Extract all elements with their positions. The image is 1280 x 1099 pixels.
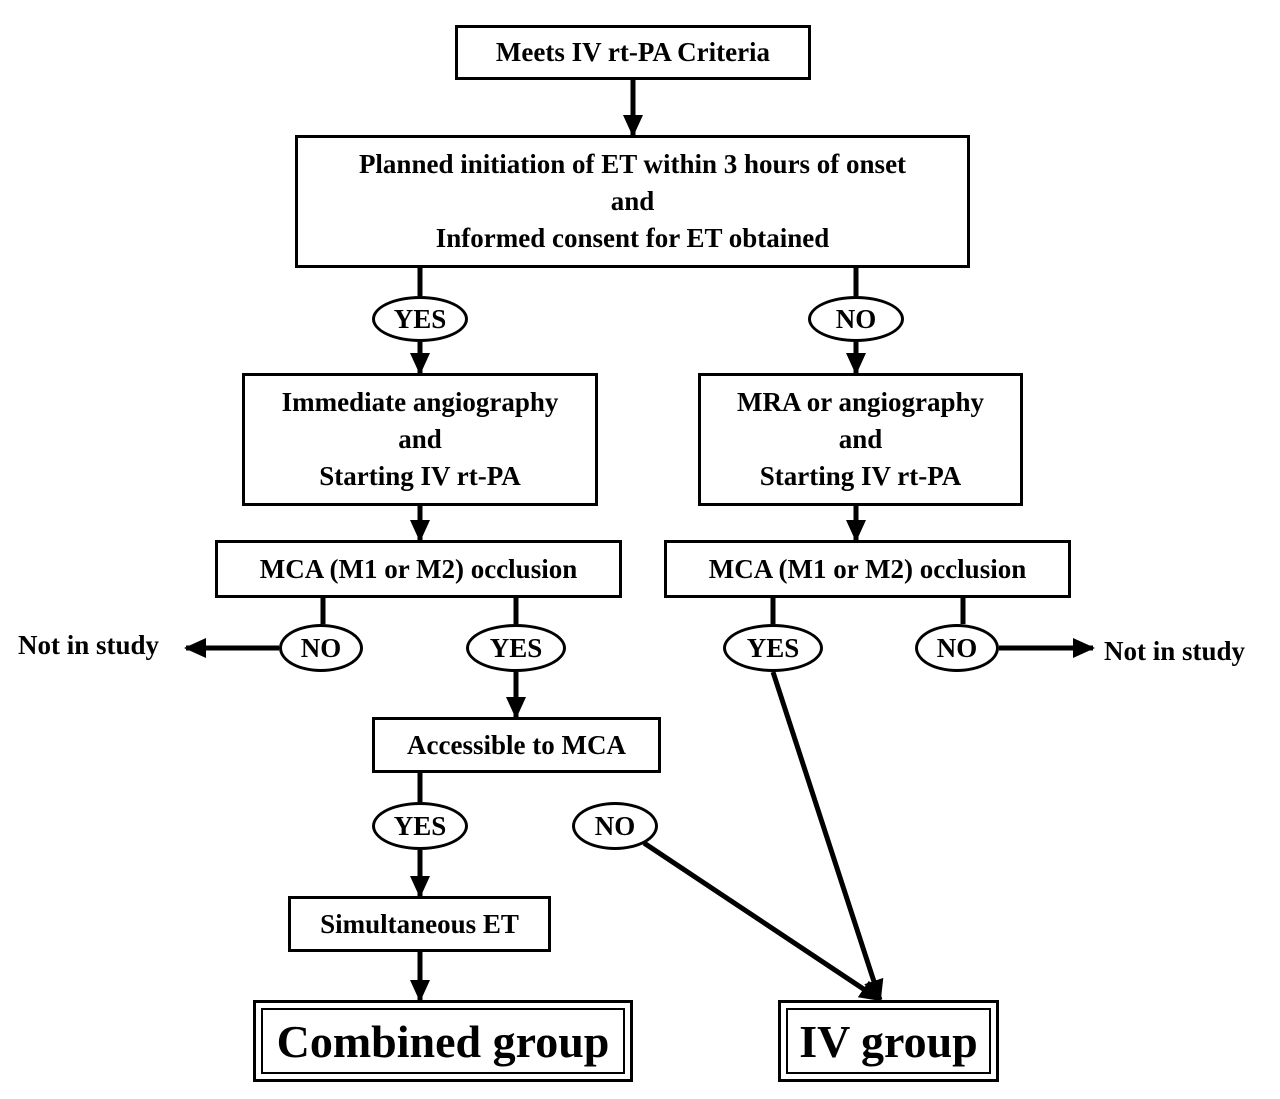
mra-line-2: and [838, 424, 883, 454]
decision-no-mca-right-label: NO [936, 632, 978, 663]
not-in-study-right: Not in study [1104, 636, 1246, 666]
immediate-line-2: and [398, 424, 442, 454]
combined-group-text: Combined group [261, 1008, 625, 1074]
box-mca-occlusion-left: MCA (M1 or M2) occlusion [215, 540, 622, 598]
arrow-yes-right-to-iv [770, 671, 884, 1002]
decision-yes-mca-left-label: YES [489, 632, 543, 663]
decision-no-consent: NO [808, 296, 904, 342]
decision-yes-mca-right-label: YES [746, 632, 800, 663]
mra-line-1: MRA or angiography [736, 387, 985, 417]
outcome-combined-group: Combined group [253, 1000, 633, 1082]
box-planned-initiation: Planned initiation of ET within 3 hours … [295, 135, 970, 268]
accessible-text: Accessible to MCA [407, 729, 626, 760]
not-in-study-left: Not in study [18, 630, 160, 660]
mca-right-text: MCA (M1 or M2) occlusion [708, 553, 1027, 584]
mra-line-3: Starting IV rt-PA [759, 461, 962, 491]
decision-no-mca-left-label: NO [300, 632, 342, 663]
meets-criteria-text: Meets IV rt-PA Criteria [495, 37, 771, 67]
box-simultaneous-et: Simultaneous ET [288, 896, 551, 952]
box-meets-criteria: Meets IV rt-PA Criteria [455, 25, 811, 80]
decision-yes-consent: YES [372, 296, 468, 342]
arrow-no-access-to-iv [642, 840, 882, 1003]
mca-left-text: MCA (M1 or M2) occlusion [259, 553, 578, 584]
box-immediate-angiography: Immediate angiography and Starting IV rt… [242, 373, 598, 506]
decision-yes-consent-label: YES [393, 303, 447, 334]
immediate-line-1: Immediate angiography [281, 387, 559, 417]
planned-line-1: Planned initiation of ET within 3 hours … [358, 149, 907, 179]
decision-no-accessible: NO [572, 802, 658, 850]
decision-yes-mca-left: YES [466, 624, 566, 672]
decision-no-mca-left: NO [279, 624, 363, 672]
decision-yes-accessible: YES [372, 802, 468, 850]
iv-group-text: IV group [786, 1008, 991, 1074]
decision-yes-mca-right: YES [723, 624, 823, 672]
box-mca-occlusion-right: MCA (M1 or M2) occlusion [664, 540, 1071, 598]
immediate-line-3: Starting IV rt-PA [319, 461, 521, 491]
box-accessible-to-mca: Accessible to MCA [372, 717, 661, 773]
planned-line-3: Informed consent for ET obtained [435, 223, 830, 253]
outcome-iv-group: IV group [778, 1000, 999, 1082]
simultaneous-text: Simultaneous ET [320, 908, 519, 939]
decision-no-consent-label: NO [835, 303, 877, 334]
planned-line-2: and [610, 186, 655, 216]
decision-no-accessible-label: NO [594, 810, 636, 841]
box-mra-angiography: MRA or angiography and Starting IV rt-PA [698, 373, 1023, 506]
decision-yes-accessible-label: YES [393, 810, 447, 841]
decision-no-mca-right: NO [915, 624, 999, 672]
